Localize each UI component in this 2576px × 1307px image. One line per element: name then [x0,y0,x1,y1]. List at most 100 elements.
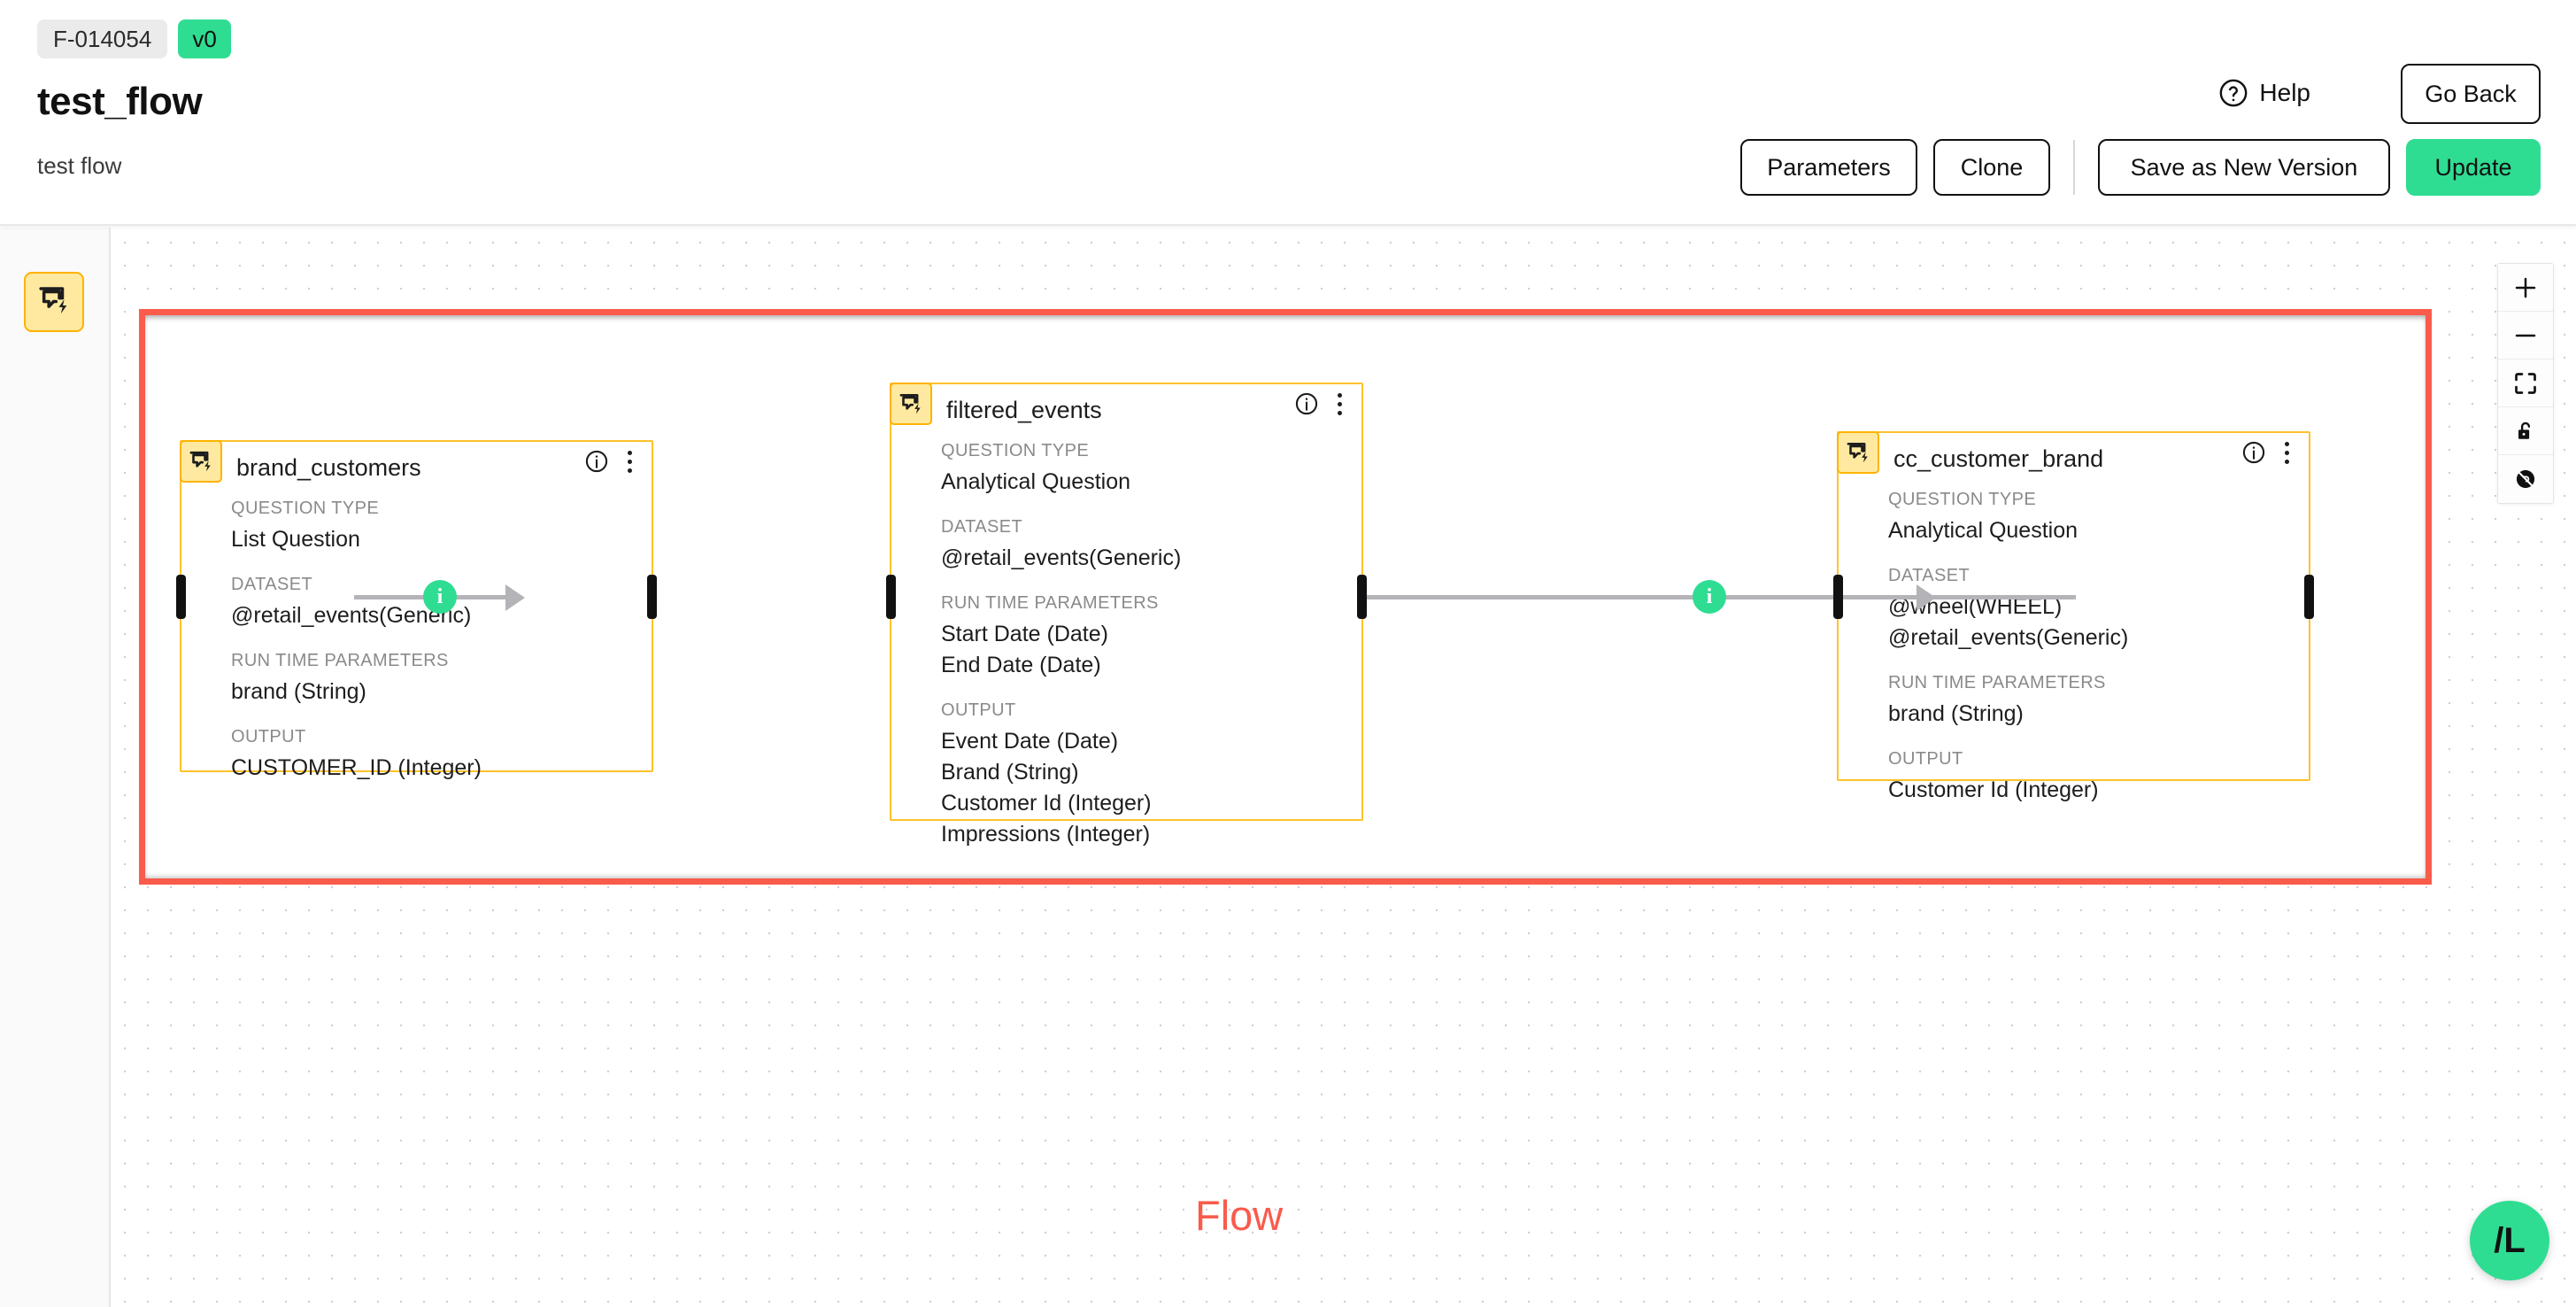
node-section-output: OUTPUT CUSTOMER_ID (Integer) [231,727,652,784]
page-title: test_flow [37,80,203,123]
info-circle-icon[interactable] [584,449,609,474]
info-circle-icon[interactable] [2241,440,2266,465]
flow-canvas[interactable]: i i brand_customers [111,228,2576,1307]
assistant-fab-button[interactable]: /L [2470,1201,2549,1280]
header-action-row: Parameters Clone Save as New Version Upd… [1740,139,2541,196]
node-handle-source[interactable] [647,575,657,619]
section-value: brand (String) [231,679,366,704]
section-value: Analytical Question [941,469,1131,494]
node-section-run-time-parameters: RUN TIME PARAMETERS brand (String) [1888,673,2309,730]
question-bolt-icon [36,282,72,322]
node-section-dataset: DATASET @wheel(WHEEL) @retail_events(Gen… [1888,566,2309,654]
app-header: F-014054 v0 test_flow test flow Help Go … [0,0,2576,226]
node-header: cc_customer_brand [1837,431,2309,484]
edge-arrow-2 [1917,584,1936,611]
parameters-button[interactable]: Parameters [1740,139,1917,196]
node-handle-target[interactable] [176,575,186,619]
question-bolt-icon [180,440,222,483]
canvas-controls [2497,263,2554,504]
node-section-run-time-parameters: RUN TIME PARAMETERS brand (String) [231,651,652,708]
question-circle-icon [2218,78,2248,108]
edge-line-2b [1731,595,2076,599]
section-label: QUESTION TYPE [231,499,380,518]
help-label: Help [2259,79,2310,106]
node-header: brand_customers [180,440,652,493]
toolbar-item-question[interactable] [24,272,84,332]
section-value: List Question [231,527,360,552]
zoom-out-icon[interactable] [2498,312,2553,360]
node-body: QUESTION TYPE Analytical Question DATASE… [1839,484,2309,822]
page-subtitle: test flow [37,152,122,179]
kebab-menu-icon[interactable] [1330,391,1349,417]
node-body: QUESTION TYPE List Question DATASET @ret… [181,493,652,800]
question-bolt-icon [890,383,932,425]
section-value: brand (String) [1888,701,2024,726]
go-back-button[interactable]: Go Back [2401,64,2541,124]
question-bolt-icon [1837,431,1879,474]
section-value: Customer Id (Integer) [941,791,1152,816]
node-handle-source[interactable] [2304,575,2314,619]
section-value: Impressions (Integer) [941,822,1151,847]
edge-info-badge-2[interactable]: i [1693,580,1726,614]
section-label: QUESTION TYPE [941,441,1090,460]
section-label: RUN TIME PARAMETERS [941,593,1159,613]
node-handle-target[interactable] [1833,575,1843,619]
left-toolbar [0,228,111,1307]
flow-group-label: Flow [1195,1192,1284,1239]
flow-node-cc-customer-brand[interactable]: cc_customer_brand QUESTION TYPE Ana [1833,431,2314,802]
node-section-run-time-parameters: RUN TIME PARAMETERS Start Date (Date) En… [941,593,1361,681]
section-value: Customer Id (Integer) [1888,777,2099,802]
no-entry-icon[interactable] [2498,455,2553,503]
help-button[interactable]: Help [2218,78,2310,108]
node-header-actions [584,448,639,475]
section-value: CUSTOMER_ID (Integer) [231,755,482,780]
node-body: QUESTION TYPE Analytical Question DATASE… [891,436,1361,866]
node-section-question-type: QUESTION TYPE Analytical Question [941,441,1361,498]
section-value: End Date (Date) [941,653,1101,677]
section-value: @retail_events(Generic) [1888,625,2129,650]
zoom-in-icon[interactable] [2498,264,2553,312]
edge-arrow-1 [505,584,525,611]
node-title: filtered_events [946,397,1102,423]
section-label: OUTPUT [231,727,306,746]
flow-id-badge: F-014054 [37,19,168,58]
node-section-dataset: DATASET @retail_events(Generic) [941,517,1361,574]
section-value: Start Date (Date) [941,622,1108,646]
action-divider [2073,140,2075,195]
section-label: DATASET [941,517,1023,537]
node-header-actions [1294,391,1349,417]
section-label: RUN TIME PARAMETERS [1888,673,2106,692]
node-section-question-type: QUESTION TYPE List Question [231,499,652,555]
section-label: OUTPUT [1888,749,1963,769]
kebab-menu-icon[interactable] [2277,439,2296,466]
kebab-menu-icon[interactable] [620,448,639,475]
node-section-question-type: QUESTION TYPE Analytical Question [1888,490,2309,546]
node-header-actions [2241,439,2296,466]
section-label: OUTPUT [941,700,1016,720]
fit-view-icon[interactable] [2498,360,2553,407]
update-button[interactable]: Update [2406,139,2541,196]
node-header: filtered_events [890,383,1361,436]
clone-button[interactable]: Clone [1933,139,2050,196]
flow-node-filtered-events[interactable]: filtered_events QUESTION TYPE Analy [886,383,1367,847]
section-label: DATASET [1888,566,1971,585]
save-as-new-version-button[interactable]: Save as New Version [2098,139,2390,196]
section-label: DATASET [231,575,313,594]
edge-line-1b [461,595,521,599]
section-value: Analytical Question [1888,518,2079,543]
node-title: cc_customer_brand [1893,445,2104,472]
node-title: brand_customers [236,454,421,481]
node-handle-target[interactable] [886,575,896,619]
section-value: Brand (String) [941,760,1079,785]
section-label: QUESTION TYPE [1888,490,2037,509]
flow-node-brand-customers[interactable]: brand_customers QUESTION TYPE List [176,440,657,780]
edge-line-2a [1359,595,1735,599]
section-label: RUN TIME PARAMETERS [231,651,449,670]
info-circle-icon[interactable] [1294,391,1319,416]
lock-open-icon[interactable] [2498,407,2553,455]
section-value: @retail_events(Generic) [941,545,1182,570]
node-section-output: OUTPUT Customer Id (Integer) [1888,749,2309,806]
edge-info-badge-1[interactable]: i [423,580,457,614]
node-section-output: OUTPUT Event Date (Date) Brand (String) … [941,700,1361,850]
node-handle-source[interactable] [1357,575,1367,619]
